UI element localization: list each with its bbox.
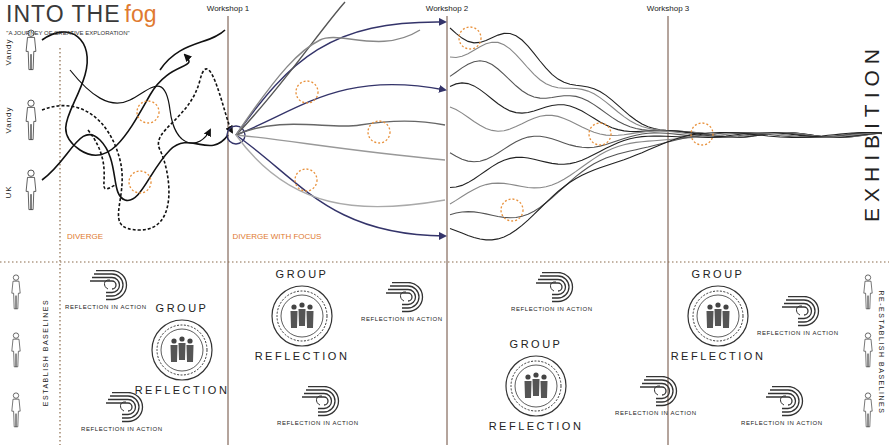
reflection-in-action-icon: REFLECTION IN ACTION xyxy=(741,386,811,430)
icon-caption: REFLECTION IN ACTION xyxy=(277,420,347,426)
ring-caption: REFLECTION xyxy=(132,385,232,396)
ring-heading: GROUP xyxy=(486,339,586,350)
reflection-in-action-icon: REFLECTION IN ACTION xyxy=(615,376,685,420)
phase-label: DIVERGE WITH FOCUS xyxy=(231,232,324,242)
braid-strand xyxy=(450,28,882,138)
ring-heading: GROUP xyxy=(132,303,232,314)
icon-caption: REFLECTION IN ACTION xyxy=(741,420,811,426)
diagram-title: INTO THE xyxy=(6,3,121,26)
braid-strand xyxy=(450,133,882,205)
reflection-in-action-icon: REFLECTION IN ACTION xyxy=(277,386,347,430)
phase-lines xyxy=(228,16,668,445)
reflection-in-action-icon: REFLECTION IN ACTION xyxy=(81,392,151,436)
exhibition-label: EXHIBITION xyxy=(862,42,883,221)
converging-braid xyxy=(450,28,882,240)
baseline-label: RE-ESTABLISH BASELINES xyxy=(879,290,886,414)
participant-label: UK xyxy=(5,185,13,198)
braid-strand xyxy=(450,133,882,240)
icon-caption: REFLECTION IN ACTION xyxy=(361,316,431,322)
braid-strand xyxy=(450,133,882,188)
phase-label: DIVERGE xyxy=(65,232,105,242)
icon-caption: REFLECTION IN ACTION xyxy=(65,304,135,310)
ring-caption: REFLECTION xyxy=(486,421,586,432)
reflection-in-action-icon: REFLECTION IN ACTION xyxy=(361,282,431,326)
workshop-label: Workshop 1 xyxy=(205,4,252,14)
braid-strand xyxy=(450,61,882,138)
braid-strand xyxy=(450,133,882,218)
reflection-in-action-icon: REFLECTION IN ACTION xyxy=(757,296,827,340)
workshop-label: Workshop 2 xyxy=(424,4,471,14)
ring-heading: GROUP xyxy=(252,269,352,280)
icon-caption: REFLECTION IN ACTION xyxy=(757,330,827,336)
participant-figures xyxy=(12,30,872,427)
participant-label: Vandy xyxy=(5,106,13,133)
baseline-label: ESTABLISH BASELINES xyxy=(43,298,50,405)
participant-label: Vandy xyxy=(5,38,13,65)
ring-caption: REFLECTION xyxy=(668,351,768,362)
workshop-label: Workshop 3 xyxy=(645,4,692,14)
reflection-in-action-icon: REFLECTION IN ACTION xyxy=(65,270,135,314)
ring-caption: REFLECTION xyxy=(252,351,352,362)
focus-fan xyxy=(227,2,445,236)
braid-strand xyxy=(450,83,882,138)
subtitle: "A JOURNEY OF CREATIVE EXPLORATION" xyxy=(6,30,129,36)
braid-strand xyxy=(450,42,882,137)
group-reflection-circle: GROUP REFLECTION xyxy=(132,300,232,400)
icon-caption: REFLECTION IN ACTION xyxy=(511,306,581,312)
icon-caption: REFLECTION IN ACTION xyxy=(81,426,151,432)
reflection-in-action-icon: REFLECTION IN ACTION xyxy=(511,272,581,316)
ring-heading: GROUP xyxy=(668,269,768,280)
icon-caption: REFLECTION IN ACTION xyxy=(615,410,685,416)
diverge-paths xyxy=(42,30,232,230)
title-accent: fog xyxy=(125,3,157,26)
group-reflection-circle: GROUP REFLECTION xyxy=(486,336,586,436)
dotted-dividers xyxy=(0,48,889,445)
group-reflection-circle: GROUP REFLECTION xyxy=(668,266,768,366)
group-reflection-circle: GROUP REFLECTION xyxy=(252,266,352,366)
moment-circles xyxy=(129,27,713,221)
